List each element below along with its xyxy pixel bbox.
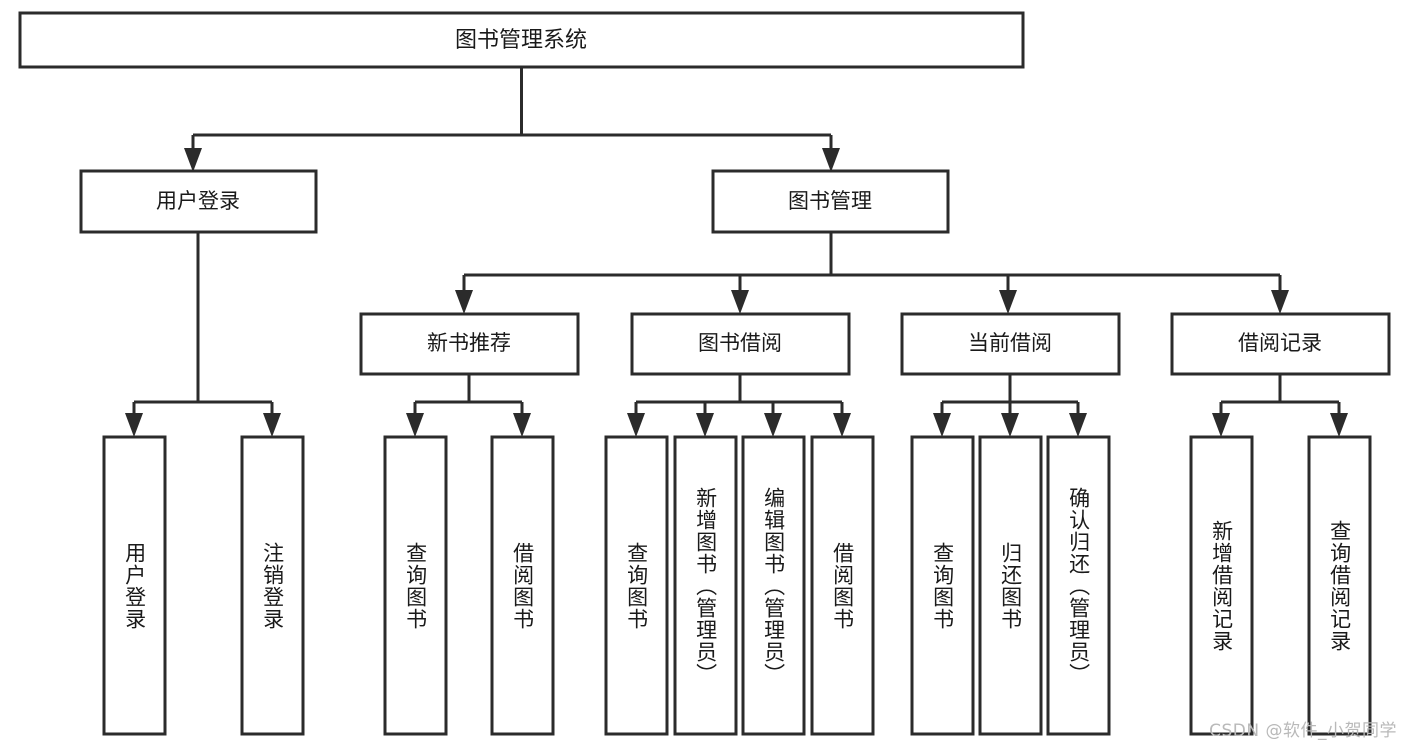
edges-borrow-record-to-leaves: [1212, 374, 1348, 437]
book-management-label: 图书管理: [788, 189, 872, 213]
arrow-head-icon: [999, 290, 1017, 314]
arrow-head-icon: [455, 290, 473, 314]
arrow-head-icon: [1212, 413, 1230, 437]
book-borrow-label: 图书借阅: [698, 331, 782, 355]
arrow-head-icon: [513, 413, 531, 437]
arrow-head-icon: [696, 413, 714, 437]
edge-root-branch: [191, 67, 833, 150]
borrow-record-box[interactable]: [1170, 312, 1391, 376]
leaf-box-confirm-return[interactable]: [1046, 435, 1111, 736]
node-user-login[interactable]: 用户登录: [79, 169, 318, 234]
arrow-head-icon: [125, 413, 143, 437]
book-borrow-box[interactable]: [630, 312, 851, 376]
arrow-head-icon: [833, 413, 851, 437]
arrow-head-icon: [933, 413, 951, 437]
borrow-record-label: 借阅记录: [1238, 331, 1322, 355]
arrow-head-icon: [627, 413, 645, 437]
edges-user-login-to-leaves: [125, 232, 281, 437]
current-borrow-label: 当前借阅: [968, 331, 1052, 355]
arrow-head-icon: [1330, 413, 1348, 437]
edge-book-borrow-branch: [634, 374, 844, 414]
current-borrow-box[interactable]: [900, 312, 1121, 376]
edge-user-login-branch: [132, 232, 274, 414]
leaf-boxes: [102, 435, 1372, 736]
user-login-box[interactable]: [79, 169, 318, 234]
book-management-box[interactable]: [711, 169, 950, 234]
leaf-box-add-record[interactable]: [1189, 435, 1254, 736]
leaf-box-edit-book[interactable]: [741, 435, 806, 736]
arrow-head-icon: [764, 413, 782, 437]
root-box[interactable]: [18, 11, 1025, 69]
user-login-label: 用户登录: [156, 189, 240, 213]
new-book-recommend-label: 新书推荐: [427, 331, 511, 355]
node-current-borrow[interactable]: 当前借阅: [900, 312, 1121, 376]
edges-current-borrow-to-leaves: [933, 374, 1087, 437]
leaf-box-query-book-3[interactable]: [910, 435, 975, 736]
edges-book-borrow-to-leaves: [627, 374, 851, 437]
watermark-text: CSDN @软件_小贺同学: [1209, 721, 1397, 741]
edge-book-mgmt-branch: [462, 232, 1282, 290]
node-new-book-recommend[interactable]: 新书推荐: [359, 312, 580, 376]
arrow-head-icon: [184, 148, 202, 172]
arrow-head-icon: [1069, 413, 1087, 437]
node-borrow-record[interactable]: 借阅记录: [1170, 312, 1391, 376]
arrow-head-icon: [731, 290, 749, 314]
arrow-head-icon: [1271, 290, 1289, 314]
leaf-box-add-book[interactable]: [673, 435, 738, 736]
leaf-box-user-login[interactable]: [102, 435, 167, 736]
leaf-box-logout[interactable]: [240, 435, 305, 736]
edges-root-to-level2: [184, 67, 840, 172]
arrow-head-icon: [406, 413, 424, 437]
new-book-recommend-box[interactable]: [359, 312, 580, 376]
leaf-box-query-book-1[interactable]: [383, 435, 448, 736]
leaf-box-borrow-book-1[interactable]: [490, 435, 555, 736]
edges-level2-to-level3: [455, 232, 1289, 314]
node-book-management[interactable]: 图书管理: [711, 169, 950, 234]
edge-borrow-record-branch: [1219, 374, 1341, 414]
arrow-head-icon: [822, 148, 840, 172]
root-label: 图书管理系统: [455, 28, 587, 53]
node-root[interactable]: 图书管理系统: [18, 11, 1025, 69]
leaf-box-return-book[interactable]: [978, 435, 1043, 736]
node-book-borrow[interactable]: 图书借阅: [630, 312, 851, 376]
leaf-box-borrow-book-2[interactable]: [810, 435, 875, 736]
leaf-box-query-book-2[interactable]: [604, 435, 669, 736]
edge-current-borrow-branch: [940, 374, 1080, 414]
arrow-head-icon: [263, 413, 281, 437]
edges-new-book-to-leaves: [406, 374, 531, 437]
arrow-head-icon: [1001, 413, 1019, 437]
edge-new-book-branch: [413, 374, 524, 414]
leaf-box-query-record[interactable]: [1307, 435, 1372, 736]
